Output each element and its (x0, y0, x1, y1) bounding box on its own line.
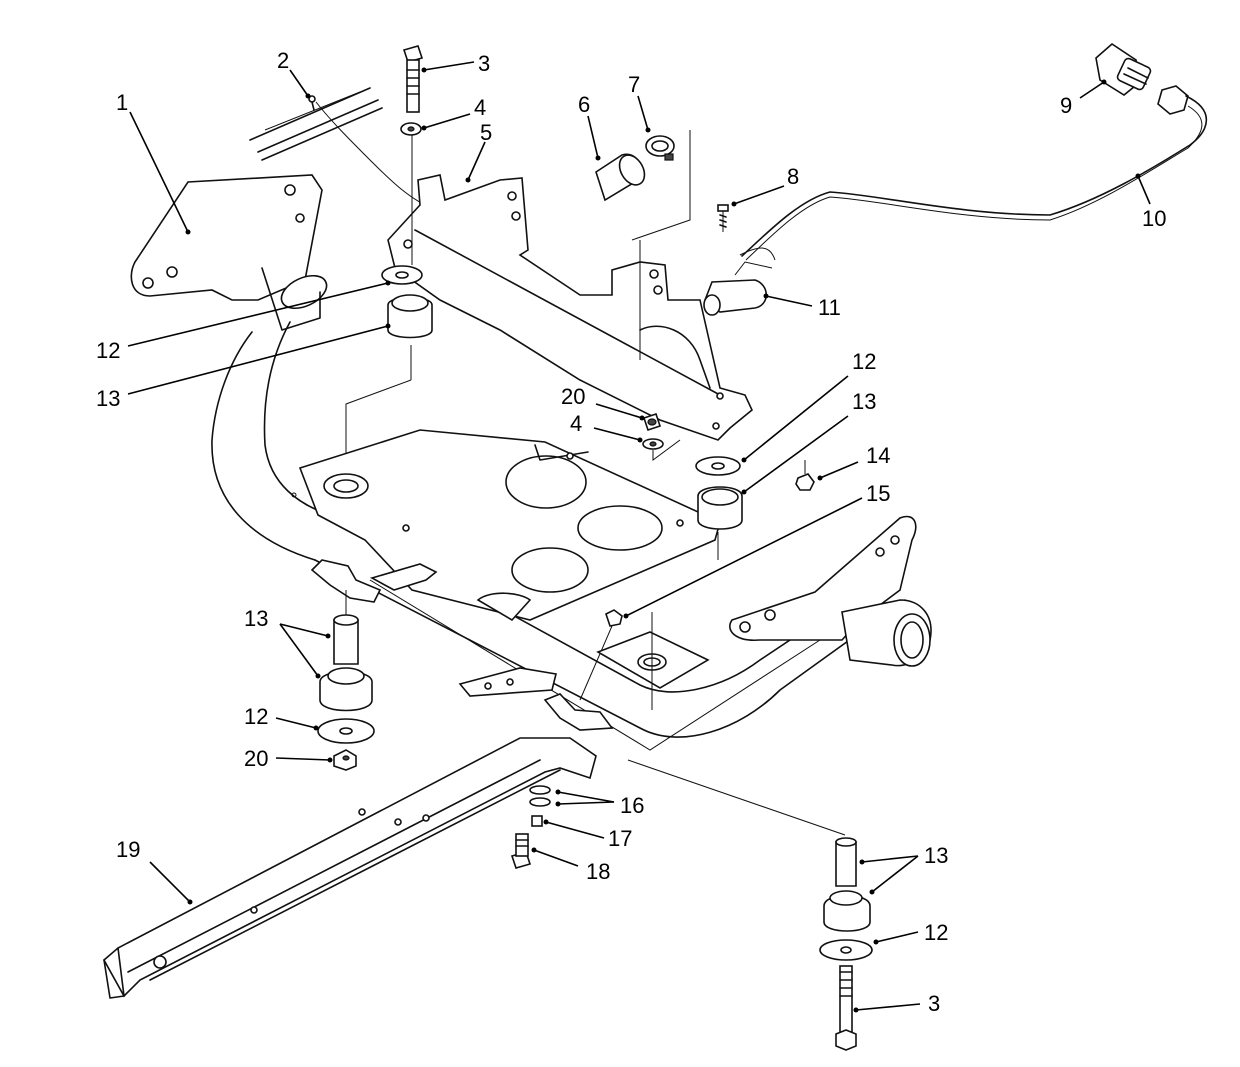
callout-label: 9 (1060, 93, 1072, 118)
callout-label: 1 (116, 90, 128, 115)
callout-label: 6 (578, 92, 590, 117)
callout-14: 14 (817, 443, 890, 481)
lower-channel-rail (102, 737, 597, 999)
callout-label: 13 (244, 606, 268, 631)
pipe-and-clamp (595, 130, 691, 241)
callout-label: 11 (818, 295, 841, 320)
callout-6: 6 (578, 92, 601, 161)
callout-label: 3 (928, 991, 940, 1016)
callout-label: 12 (924, 920, 948, 945)
callout-label: 12 (244, 704, 268, 729)
callout-12-lower-left: 12 (244, 704, 319, 731)
callout-1: 1 (116, 90, 191, 235)
callout-13-lower-right: 13 (859, 843, 948, 895)
lower-hardware (510, 785, 551, 869)
callout-20-top: 20 (561, 384, 645, 421)
fitting-and-bolt (703, 204, 776, 316)
callout-19: 19 (116, 837, 193, 905)
callout-label: 13 (852, 389, 876, 414)
callout-20-lower-left: 20 (244, 746, 333, 771)
callout-label: 16 (620, 793, 644, 818)
frame-pad-right (596, 612, 710, 710)
callout-label: 8 (787, 164, 799, 189)
callout-7: 7 (628, 72, 651, 133)
right-mount-bracket (729, 515, 932, 667)
upper-cross-bracket (387, 174, 753, 441)
callout-4-top: 4 (421, 95, 486, 131)
callout-label: 3 (478, 51, 490, 76)
diagram-artwork (102, 42, 1207, 1051)
callout-3-top: 3 (421, 51, 490, 76)
lower-left-isolator (317, 590, 375, 771)
callouts: 1 2 3 4 5 6 7 (96, 48, 1166, 1016)
lower-right-isolator (627, 759, 873, 1051)
callout-label: 5 (480, 120, 492, 145)
callout-label: 10 (1142, 206, 1166, 231)
callout-label: 12 (852, 349, 876, 374)
upper-rail (249, 87, 383, 161)
center-nut-washer (642, 412, 681, 461)
callout-label: 12 (96, 338, 120, 363)
callout-13-lower-left: 13 (244, 606, 331, 679)
callout-13-right: 13 (741, 389, 876, 495)
callout-label: 13 (96, 386, 120, 411)
callout-12-lower-right: 12 (873, 920, 948, 945)
callout-4-center: 4 (570, 411, 643, 443)
callout-12-left: 12 (96, 280, 391, 363)
hydraulic-fitting-and-line (741, 42, 1207, 261)
callout-5: 5 (465, 120, 492, 183)
right-isolator (695, 456, 815, 560)
callout-8: 8 (731, 164, 799, 207)
callout-10: 10 (1135, 173, 1166, 231)
callout-label: 4 (474, 95, 486, 120)
left-mount-bracket (130, 174, 328, 331)
callout-17: 17 (543, 819, 632, 851)
callout-label: 17 (608, 826, 632, 851)
callout-18: 18 (531, 847, 610, 884)
callout-13-left: 13 (96, 323, 391, 411)
left-isolator (345, 265, 433, 470)
callout-label: 4 (570, 411, 582, 436)
wire (315, 101, 437, 211)
callout-label: 20 (561, 384, 585, 409)
callout-label: 7 (628, 72, 640, 97)
callout-label: 2 (277, 48, 289, 73)
callout-label: 15 (866, 481, 890, 506)
small-nut (605, 609, 623, 627)
callout-label: 13 (924, 843, 948, 868)
callout-2: 2 (277, 48, 311, 99)
callout-11: 11 (763, 293, 841, 320)
callout-3-bottom: 3 (853, 991, 940, 1016)
main-frame (211, 321, 906, 751)
callout-label: 20 (244, 746, 268, 771)
callout-label: 18 (586, 859, 610, 884)
callout-16: 16 (555, 789, 644, 818)
callout-label: 19 (116, 837, 140, 862)
callout-12-right: 12 (741, 349, 876, 463)
callout-label: 14 (866, 443, 890, 468)
callout-9: 9 (1060, 79, 1107, 118)
frame-tabs (310, 559, 614, 731)
top-hardware (308, 45, 424, 265)
callout-15: 15 (623, 481, 890, 619)
